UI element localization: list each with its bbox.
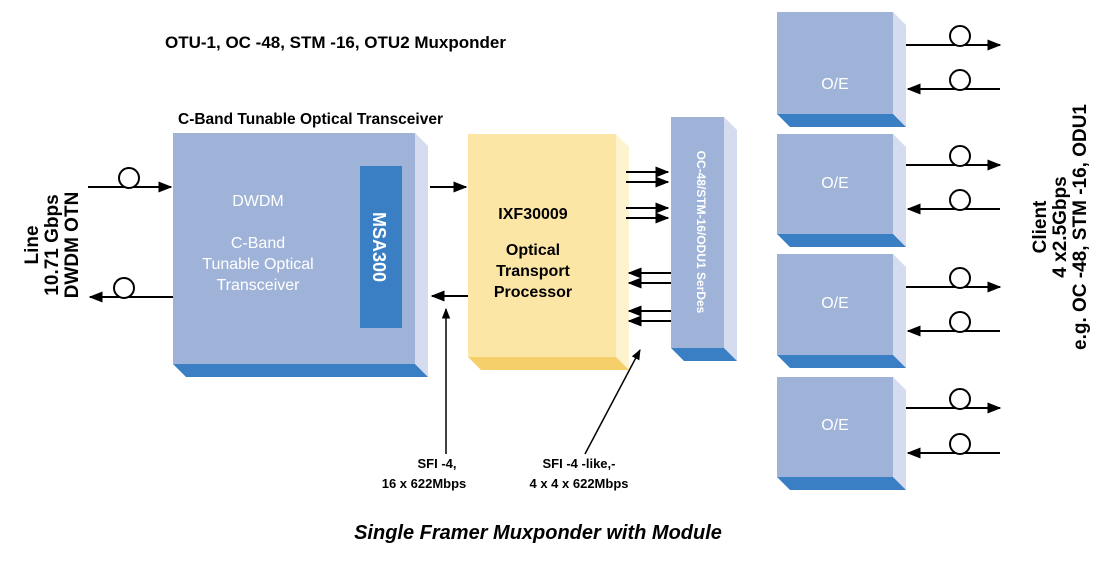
line-label-1: Line (22, 225, 43, 264)
oe-block-4: O/E (777, 377, 906, 490)
client-side-label: Client 4 x2.5Gbps e.g. OC -48, STM -16, … (1030, 104, 1091, 350)
processor-part: IXF30009 (498, 206, 567, 223)
oe-label-2: O/E (821, 175, 849, 192)
client-label-3: e.g. OC -48, STM -16, ODU1 (1070, 104, 1091, 350)
sfi4like-pointer (584, 349, 641, 455)
msa300-label: MSA300 (369, 212, 389, 282)
serdes-to-processor-arrows (627, 267, 671, 327)
msa300-module: MSA300 (360, 166, 402, 328)
oe-block-2: O/E (777, 134, 906, 247)
transceiver-line4: Transceiver (217, 277, 301, 294)
client-label-1: Client (1030, 200, 1051, 253)
oe-label-1: O/E (821, 76, 849, 93)
transceiver-heading: C-Band Tunable Optical Transceiver (178, 111, 443, 128)
processor-block: IXF30009 Optical Transport Processor (468, 134, 629, 370)
transceiver-line1: DWDM (232, 193, 284, 210)
oe-block-1: O/E (777, 12, 906, 127)
diagram-caption: Single Framer Muxponder with Module (354, 522, 722, 544)
serdes-label: OC-48/STM-16/ODU1 SerDes (694, 151, 708, 314)
transceiver-line3: Tunable Optical (202, 256, 313, 273)
client-label-2: 4 x2.5Gbps (1050, 176, 1071, 277)
sfi4like-label-1: SFI -4 -like,- (543, 456, 616, 471)
sfi4-label-1: SFI -4, (417, 456, 456, 471)
transceiver-block: C-Band Tunable Optical Transceiver DWDM … (173, 111, 443, 377)
oe-label-3: O/E (821, 295, 849, 312)
oe-label-4: O/E (821, 417, 849, 434)
sfi4like-label-2: 4 x 4 x 622Mbps (530, 476, 629, 491)
transceiver-line2: C-Band (231, 235, 285, 252)
client-fibers (906, 39, 1002, 459)
processor-line1: Optical (506, 242, 560, 259)
processor-line3: Processor (494, 284, 572, 301)
client-fiber-coils (949, 25, 971, 455)
sfi4-label-2: 16 x 622Mbps (382, 476, 467, 491)
diagram-title: OTU-1, OC -48, STM -16, OTU2 Muxponder (165, 33, 506, 52)
line-side-label: Line 10.71 Gbps DWDM OTN (22, 192, 83, 299)
serdes-block: OC-48/STM-16/ODU1 SerDes (671, 117, 737, 361)
line-label-3: DWDM OTN (62, 192, 83, 299)
line-fiber-out (88, 277, 173, 303)
line-fiber-in (88, 167, 173, 193)
processor-line2: Transport (496, 263, 570, 280)
oe-block-3: O/E (777, 254, 906, 368)
line-label-2: 10.71 Gbps (42, 194, 63, 295)
processor-to-serdes-arrows (626, 166, 670, 224)
